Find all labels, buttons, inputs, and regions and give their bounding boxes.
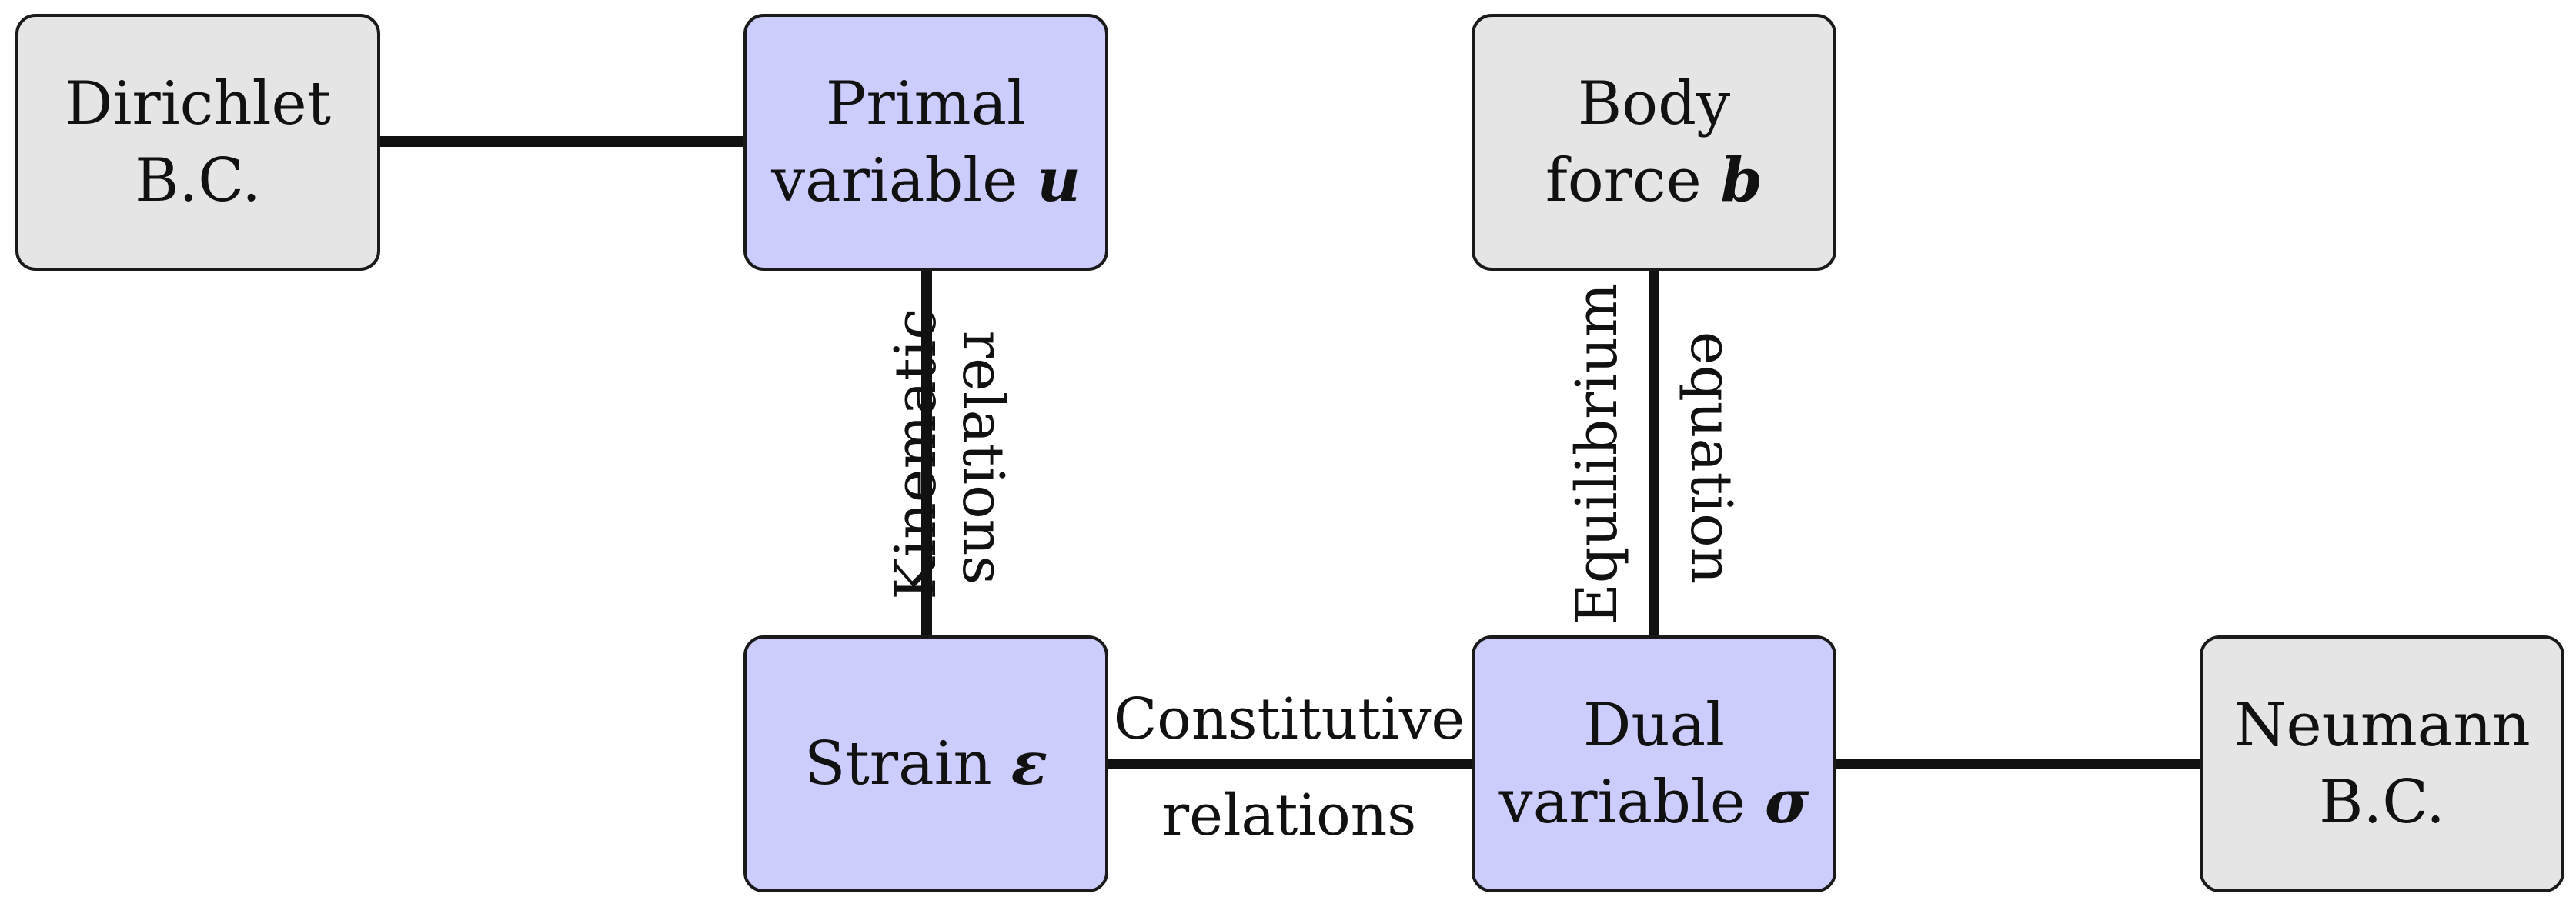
constitutive-relations-label: relations: [1161, 782, 1417, 849]
strain-wrap: Strain ε: [804, 725, 1047, 802]
body-line1: Body: [1577, 69, 1731, 138]
strain-text: Strain: [804, 729, 992, 799]
equation-label: equation: [1678, 331, 1744, 585]
dirichlet-line2: B.C.: [135, 146, 261, 215]
edge-dirichlet-primal: [377, 136, 747, 147]
strain-symbol: ε: [1011, 729, 1047, 799]
dual-line1: Dual: [1582, 691, 1726, 760]
primal-line2-wrap: variable u: [771, 142, 1081, 219]
neumann-line1: Neumann: [2234, 691, 2531, 760]
edge-body-dual: [1649, 269, 1659, 639]
neumann-line2: B.C.: [2319, 768, 2445, 837]
primal-line1: Primal: [825, 69, 1027, 138]
dual-variable-node: Dual variable σ: [1472, 635, 1836, 892]
strain-node: Strain ε: [743, 635, 1108, 892]
equilibrium-label: Equilibrium: [1564, 282, 1630, 625]
dual-symbol: σ: [1764, 767, 1809, 837]
body-symbol: b: [1720, 145, 1763, 215]
body-line2: force: [1545, 146, 1702, 215]
edge-dual-neumann: [1832, 759, 2201, 769]
primal-variable-node: Primal variable u: [743, 14, 1108, 271]
edge-primal-strain: [921, 269, 932, 639]
constitutive-label: Constitutive: [1113, 686, 1465, 752]
dual-line2-wrap: variable σ: [1499, 764, 1809, 841]
dirichlet-line1: Dirichlet: [64, 69, 332, 138]
edge-strain-dual: [1104, 759, 1474, 769]
primal-line2: variable: [771, 146, 1018, 215]
primal-symbol: u: [1037, 145, 1081, 215]
body-force-node: Body force b: [1472, 14, 1836, 271]
body-line2-wrap: force b: [1545, 142, 1762, 219]
kinematic-label: Kinematic: [883, 308, 949, 600]
kinematic-relations-label: relations: [950, 330, 1016, 585]
dirichlet-bc-node: Dirichlet B.C.: [15, 14, 380, 271]
dual-line2: variable: [1498, 768, 1746, 837]
neumann-bc-node: Neumann B.C.: [2200, 635, 2564, 892]
